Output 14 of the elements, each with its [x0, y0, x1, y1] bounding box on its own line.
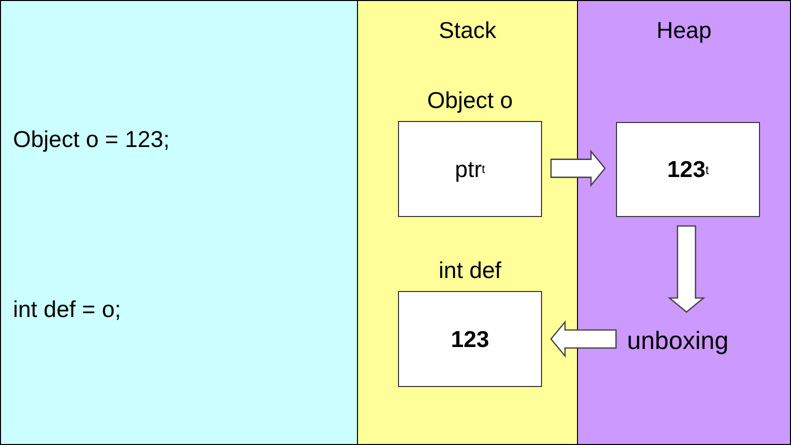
code-line: Object o = 123; — [13, 126, 170, 153]
variable-label: int def — [438, 257, 502, 284]
memory-column — [577, 0, 791, 445]
column-heading: Stack — [438, 17, 498, 44]
block-arrow — [550, 149, 606, 188]
operation-label: unboxing — [627, 323, 747, 359]
variable-label: Object o — [426, 87, 514, 114]
memory-column — [357, 0, 578, 445]
code-line: int def = o; — [13, 296, 122, 323]
block-arrow — [550, 320, 617, 358]
code-panel — [0, 0, 358, 445]
column-heading: Heap — [656, 17, 712, 44]
block-arrow — [668, 225, 706, 313]
value-box: 123 — [398, 291, 542, 387]
